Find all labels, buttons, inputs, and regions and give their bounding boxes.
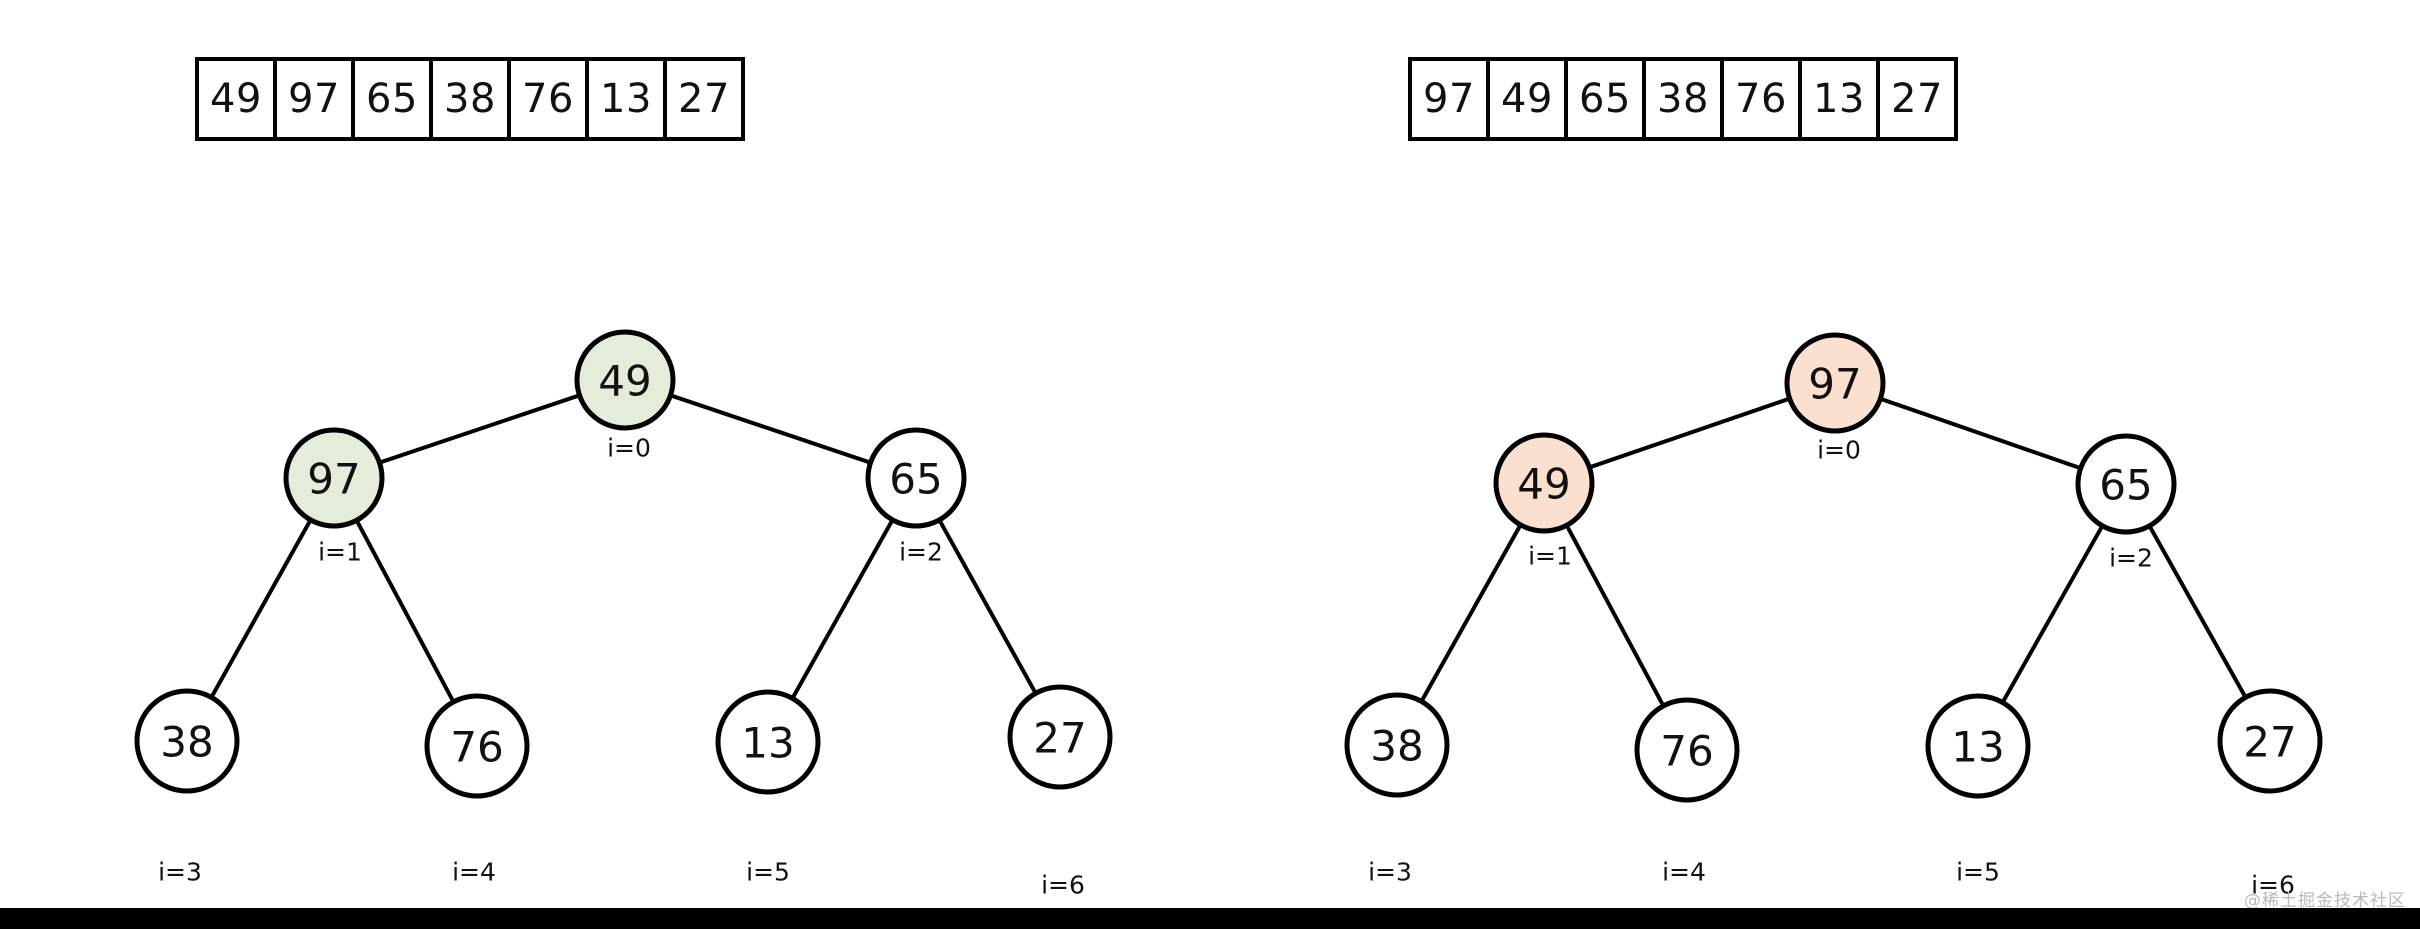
node-index-label: i=2 bbox=[899, 538, 943, 567]
node-index-label: i=0 bbox=[1817, 436, 1861, 465]
node-index-label: i=6 bbox=[2251, 871, 2295, 900]
node-value-label: 27 bbox=[2243, 718, 2296, 767]
node-value-label: 65 bbox=[2099, 461, 2152, 510]
node-index-label: i=1 bbox=[1528, 542, 1572, 571]
tree-node-i0: 97 i=0 bbox=[1784, 332, 1886, 465]
binary-heap-tree-before: 49 i=0 97 i=1 65 i=2 38 i=3 76 i=4 13 i=5 27 i=6 bbox=[134, 329, 1113, 900]
tree-edge-n0-n2 bbox=[1876, 396, 2085, 471]
tree-node-i4: 76 i=4 bbox=[424, 693, 530, 887]
node-value-label: 97 bbox=[307, 455, 360, 504]
array-cell-1: 97 bbox=[277, 61, 355, 137]
node-value-label: 49 bbox=[1517, 460, 1570, 509]
node-index-label: i=1 bbox=[318, 538, 362, 567]
node-value-label: 38 bbox=[160, 718, 213, 767]
node-index-label: i=5 bbox=[1956, 858, 2000, 887]
tree-node-i5: 13 i=5 bbox=[1925, 693, 2031, 887]
watermark-text: @稀土掘金技术社区 bbox=[2244, 891, 2406, 911]
node-value-label: 76 bbox=[1660, 727, 1713, 776]
tree-edge-n0-n1 bbox=[1585, 395, 1794, 471]
tree-node-i5: 13 i=5 bbox=[715, 689, 821, 887]
tree-edge-n2-n5 bbox=[789, 516, 896, 703]
node-index-label: i=4 bbox=[1662, 858, 1706, 887]
tree-edge-n0-n2 bbox=[666, 392, 875, 466]
node-circle bbox=[1925, 693, 2031, 799]
tree-node-i2: 65 i=2 bbox=[2075, 433, 2177, 573]
node-value-label: 13 bbox=[741, 719, 794, 768]
array-cell-5: 13 bbox=[1802, 61, 1880, 137]
node-value-label: 27 bbox=[1033, 714, 1086, 763]
node-circle bbox=[2075, 433, 2177, 535]
array-cell-0: 97 bbox=[1412, 61, 1490, 137]
node-circle-highlighted bbox=[1784, 332, 1886, 434]
tree-edge-n1-n3 bbox=[208, 516, 314, 702]
node-index-label: i=6 bbox=[1041, 871, 1085, 900]
tree-node-i1: 49 i=1 bbox=[1493, 432, 1595, 571]
node-value-label: 65 bbox=[889, 455, 942, 504]
tree-edge-n1-n4 bbox=[1563, 521, 1667, 710]
array-cell-0: 49 bbox=[199, 61, 277, 137]
node-value-label: 38 bbox=[1370, 722, 1423, 771]
node-circle-highlighted bbox=[283, 427, 385, 529]
node-index-label: i=5 bbox=[746, 858, 790, 887]
node-circle-highlighted bbox=[1493, 432, 1595, 534]
node-circle bbox=[134, 688, 240, 794]
tree-node-i6: 27 i=6 bbox=[2217, 688, 2323, 900]
tree-edge-n1-n4 bbox=[353, 516, 457, 706]
array-cell-3: 38 bbox=[433, 61, 511, 137]
node-index-label: i=3 bbox=[158, 858, 202, 887]
array-cell-1: 49 bbox=[1490, 61, 1568, 137]
node-index-label: i=3 bbox=[1368, 858, 1412, 887]
node-value-label: 49 bbox=[598, 357, 651, 406]
node-value-label: 76 bbox=[450, 723, 503, 772]
tree-node-i1: 97 i=1 bbox=[283, 427, 385, 567]
binary-heap-tree-after: 97 i=0 49 i=1 65 i=2 38 i=3 76 i=4 13 i=5 27 i=6 bbox=[1344, 332, 2323, 900]
array-cell-5: 13 bbox=[589, 61, 667, 137]
node-index-label: i=0 bbox=[607, 434, 651, 463]
array-cell-6: 27 bbox=[667, 61, 741, 137]
node-value-label: 97 bbox=[1808, 360, 1861, 409]
bottom-black-bar bbox=[0, 908, 2420, 929]
node-circle bbox=[865, 427, 967, 529]
tree-node-i3: 38 i=3 bbox=[1344, 692, 1450, 887]
array-cell-3: 38 bbox=[1646, 61, 1724, 137]
tree-node-i4: 76 i=4 bbox=[1634, 697, 1740, 887]
tree-node-i6: 27 i=6 bbox=[1007, 684, 1113, 900]
tree-edge-n0-n1 bbox=[375, 392, 584, 466]
node-circle bbox=[715, 689, 821, 795]
tree-edge-n2-n5 bbox=[1999, 522, 2106, 707]
array-cell-6: 27 bbox=[1880, 61, 1954, 137]
array-cell-2: 65 bbox=[355, 61, 433, 137]
tree-node-i0: 49 i=0 bbox=[574, 329, 676, 463]
node-index-label: i=4 bbox=[452, 858, 496, 887]
array-cell-4: 76 bbox=[1724, 61, 1802, 137]
node-circle bbox=[1344, 692, 1450, 798]
tree-edge-n2-n6 bbox=[2146, 522, 2249, 702]
tree-edge-n1-n3 bbox=[1418, 521, 1524, 706]
tree-node-i3: 38 i=3 bbox=[134, 688, 240, 887]
node-circle bbox=[2217, 688, 2323, 794]
array-cell-2: 65 bbox=[1568, 61, 1646, 137]
node-circle bbox=[1007, 684, 1113, 790]
node-circle-highlighted bbox=[574, 329, 676, 431]
node-circle bbox=[424, 693, 530, 799]
tree-node-i2: 65 i=2 bbox=[865, 427, 967, 567]
node-index-label: i=2 bbox=[2109, 544, 2153, 573]
node-value-label: 13 bbox=[1951, 723, 2004, 772]
node-circle bbox=[1634, 697, 1740, 803]
tree-edge-n2-n6 bbox=[936, 516, 1039, 698]
array-cell-4: 76 bbox=[511, 61, 589, 137]
